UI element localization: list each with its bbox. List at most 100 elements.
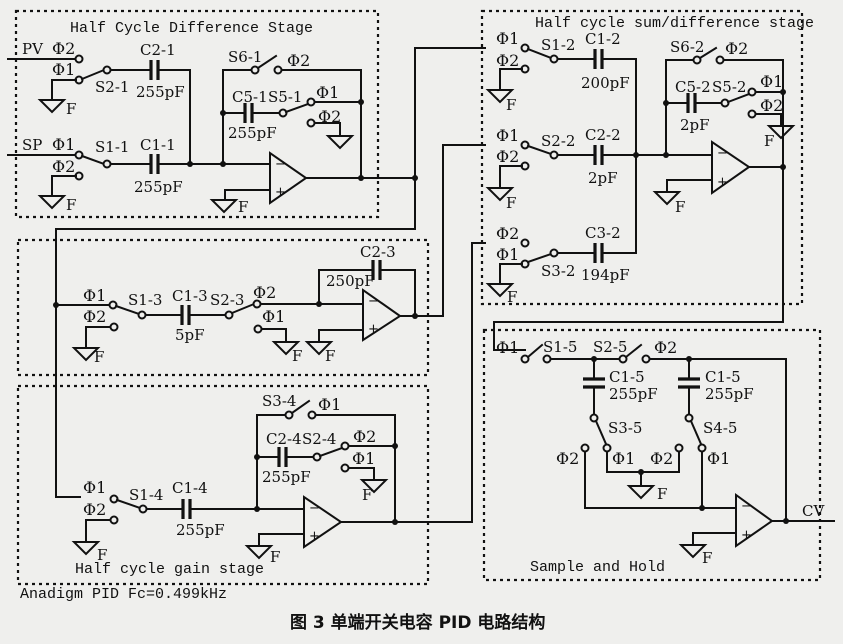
switch-terminal xyxy=(102,159,112,169)
switch-s3-4-blade xyxy=(290,399,311,415)
ground-icon xyxy=(766,125,796,140)
wire xyxy=(602,154,637,254)
opamp-sum: − + xyxy=(711,140,751,195)
capacitor-value: 200pF xyxy=(581,74,630,92)
wire xyxy=(380,269,416,317)
junction-dot xyxy=(254,454,260,460)
switch-terminal xyxy=(520,43,530,53)
junction-dot xyxy=(780,89,786,95)
switch-label: S2-5 xyxy=(593,338,627,356)
wire xyxy=(315,414,396,523)
switch-terminal xyxy=(674,443,684,453)
phase-label: Φ1 xyxy=(760,72,783,91)
capacitor-c5-1 xyxy=(243,103,254,123)
switch-terminal xyxy=(102,65,112,75)
wire xyxy=(222,69,253,165)
switch-label: S4-5 xyxy=(703,419,737,437)
switch-s3-5-blade xyxy=(594,419,608,446)
switch-terminal xyxy=(74,54,84,64)
junction-dot xyxy=(412,313,418,319)
switch-terminal xyxy=(747,87,757,97)
opamp-gain: − + xyxy=(303,495,343,549)
switch-label: S1-1 xyxy=(95,138,129,156)
switch-terminal xyxy=(340,463,350,473)
capacitor-value: 2pF xyxy=(588,169,618,187)
capacitor-value: 255pF xyxy=(609,385,658,403)
phase-label: Φ1 xyxy=(262,307,285,326)
switch-terminal xyxy=(278,108,288,118)
wire xyxy=(85,326,111,349)
switch-terminal xyxy=(549,54,559,64)
switch-terminal xyxy=(74,150,84,160)
opamp-plus: + xyxy=(309,529,320,544)
switch-terminal xyxy=(108,300,118,310)
wire xyxy=(224,189,269,201)
switch-s2-2-blade xyxy=(526,144,553,156)
wire xyxy=(51,79,77,101)
capacitor-value: 255pF xyxy=(262,468,311,486)
ground-label: F xyxy=(270,548,280,566)
capacitor-label: C1-3 xyxy=(172,287,208,305)
phase-label: Φ1 xyxy=(612,449,635,468)
switch-terminal xyxy=(602,443,612,453)
phase-label: Φ2 xyxy=(496,147,519,166)
switch-s1-1-blade xyxy=(80,154,106,166)
capacitor-label: C1-5 xyxy=(609,368,645,386)
opamp-plus: + xyxy=(368,322,379,337)
stage-sum-difference: Φ1 Φ2 F S1-2 C1-2 200pF Φ1 Φ2 F S2-2 C2-… xyxy=(485,29,796,306)
junction-dot xyxy=(392,519,398,525)
switch-terminal xyxy=(580,443,590,453)
junction-dot xyxy=(783,518,789,524)
wire xyxy=(666,179,711,193)
ground-icon xyxy=(244,545,274,560)
switch-s1-2-blade xyxy=(526,47,553,60)
ground-icon xyxy=(485,89,515,104)
stage-title-gain: Half cycle gain stage xyxy=(75,561,264,578)
switch-terminal xyxy=(224,310,234,320)
ground-icon xyxy=(485,283,515,298)
wire xyxy=(258,533,303,547)
phase-label: Φ2 xyxy=(253,283,276,302)
switch-label: S1-2 xyxy=(541,36,575,54)
switch-label: S2-3 xyxy=(210,291,244,309)
switch-terminal xyxy=(549,248,559,258)
ground-icon xyxy=(678,544,708,559)
switch-s2-1-blade xyxy=(80,68,106,81)
capacitor-label: C5-2 xyxy=(675,78,711,96)
capacitor-c1-3 xyxy=(180,305,191,325)
phase-label: Φ1 xyxy=(52,135,75,154)
switch-label: S6-2 xyxy=(670,38,704,56)
switch-terminal xyxy=(618,354,628,364)
wire xyxy=(499,165,523,189)
switch-terminal xyxy=(684,413,694,423)
wire xyxy=(755,113,782,127)
stage-title-sum-difference: Half cycle sum/difference stage xyxy=(535,15,814,32)
switch-label: S2-2 xyxy=(541,132,575,150)
wire xyxy=(723,59,784,166)
wire-diff-to-integ-gain xyxy=(55,177,416,498)
phase-label: Φ2 xyxy=(287,51,310,70)
capacitor-label: C2-4 xyxy=(266,430,302,448)
switch-s2-3-blade xyxy=(230,302,256,315)
ground-icon xyxy=(37,99,67,114)
switch-terminal xyxy=(549,150,559,160)
opamp-plus: + xyxy=(275,185,286,200)
ground-label: F xyxy=(506,96,516,114)
ground-label: F xyxy=(675,198,685,216)
wire-sum-to-sh xyxy=(493,164,784,351)
opamp-plus: + xyxy=(717,175,728,190)
opamp-minus: − xyxy=(368,294,379,309)
switch-s4-5-blade xyxy=(689,419,703,446)
phase-label: Φ1 xyxy=(318,395,341,414)
phase-label: Φ2 xyxy=(650,449,673,468)
capacitor-value: 2pF xyxy=(680,116,710,134)
capacitor-label: C1-5 xyxy=(705,368,741,386)
wire xyxy=(318,269,373,305)
switch-terminal xyxy=(520,354,530,364)
capacitor-c2-1 xyxy=(149,60,160,80)
opamp-sample-hold: − + xyxy=(735,493,774,548)
opamp-minus: − xyxy=(717,146,728,161)
ground-icon xyxy=(652,191,682,206)
phase-label: Φ2 xyxy=(496,51,519,70)
wire xyxy=(584,451,740,509)
